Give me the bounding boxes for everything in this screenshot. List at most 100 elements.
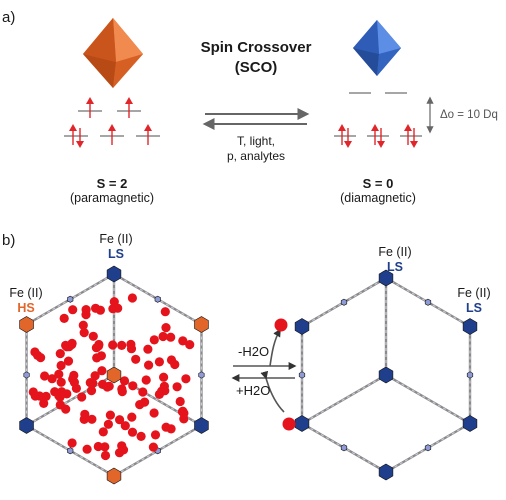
- iron-node: [462, 318, 478, 335]
- water-molecule: [159, 372, 169, 382]
- water-molecule: [98, 379, 108, 389]
- water-molecule: [120, 421, 130, 431]
- ls-spin-state: S = 0: [362, 176, 394, 191]
- water-molecule: [105, 410, 115, 420]
- water-molecule: [128, 381, 138, 391]
- hydrated-framework: [19, 265, 209, 485]
- hs-spin-state: S = 2: [96, 176, 128, 191]
- water-molecule: [126, 339, 136, 349]
- splitting-label: Δo = 10 Dq: [440, 109, 498, 121]
- water-molecule: [108, 304, 118, 314]
- water-molecule: [172, 382, 182, 392]
- water-molecule: [93, 441, 103, 452]
- hydration-label: +H2O: [236, 383, 271, 398]
- water-molecule: [100, 442, 110, 452]
- iron-node: [294, 415, 310, 432]
- water-molecule: [178, 406, 188, 416]
- hs-electron-configuration: [64, 97, 160, 148]
- water-molecule: [117, 384, 127, 394]
- water-molecule: [181, 374, 191, 384]
- iron-node: [194, 417, 209, 434]
- iron-node: [378, 366, 394, 384]
- linker-node: [466, 371, 474, 379]
- iron-node: [194, 316, 209, 333]
- water-molecule: [143, 344, 153, 354]
- hs-magnetism: (paramagnetic): [69, 191, 155, 205]
- water-molecule: [127, 293, 137, 303]
- water-molecule: [50, 387, 60, 397]
- water-molecule: [100, 450, 111, 461]
- iron-node: [378, 269, 394, 287]
- water-molecule: [88, 378, 98, 388]
- water-molecule: [166, 332, 176, 342]
- water-molecule: [148, 442, 158, 452]
- water-molecule: [158, 331, 168, 342]
- iron-node: [462, 415, 478, 432]
- left-top-spin: LS: [108, 247, 124, 261]
- water-molecule: [68, 305, 78, 315]
- sco-abbreviation: (SCO): [234, 59, 278, 76]
- right-top-metal: Fe (II): [378, 245, 412, 259]
- stimuli-line1: T, light,: [236, 134, 275, 148]
- sco-title: Spin Crossover: [200, 39, 312, 56]
- water-molecule: [40, 371, 50, 381]
- linker-node: [67, 447, 74, 455]
- water-molecule: [39, 398, 49, 408]
- water-molecule: [78, 320, 88, 330]
- water-molecule: [149, 335, 159, 345]
- iron-node: [106, 265, 122, 283]
- linker-node: [340, 298, 348, 306]
- left-top-metal: Fe (II): [99, 232, 133, 246]
- water-molecule: [115, 415, 125, 425]
- water-molecule: [166, 424, 176, 434]
- water-molecule: [95, 305, 105, 315]
- left-side-metal: Fe (II): [9, 286, 43, 300]
- water-molecule: [166, 355, 177, 365]
- water-molecule: [79, 328, 89, 338]
- water-molecule: [61, 404, 71, 414]
- iron-node: [19, 417, 34, 434]
- right-side-spin: LS: [466, 301, 482, 315]
- water-molecule: [161, 323, 171, 333]
- water-molecule: [56, 377, 66, 387]
- linker-node: [298, 371, 306, 379]
- ls-magnetism: (diamagnetic): [340, 191, 416, 205]
- water-molecule: [30, 347, 40, 357]
- water-molecule: [98, 427, 108, 437]
- water-molecule: [77, 392, 87, 402]
- water-molecule: [87, 414, 97, 424]
- water-molecule: [149, 408, 159, 418]
- dehydrated-framework: [294, 269, 478, 481]
- hydration-arrows: [231, 328, 297, 413]
- water-molecule: [79, 414, 89, 424]
- panel-label-a: a): [2, 9, 16, 26]
- water-molecule: [117, 340, 127, 350]
- water-molecule: [103, 419, 113, 429]
- water-molecule: [144, 360, 154, 370]
- water-molecule: [55, 349, 65, 359]
- water-molecule: [68, 374, 78, 384]
- water-molecule: [86, 386, 97, 396]
- linker-node: [340, 444, 348, 452]
- water-molecule: [117, 441, 127, 451]
- water-molecule: [59, 313, 69, 323]
- dehydration-label: -H2O: [238, 344, 270, 359]
- water-molecule: [90, 371, 100, 381]
- left-side-spin: HS: [17, 301, 35, 315]
- ls-octahedron-icon: [353, 20, 401, 76]
- iron-node: [106, 467, 122, 485]
- linker-node: [154, 295, 161, 303]
- iron-node: [19, 316, 34, 333]
- water-molecule: [160, 307, 170, 317]
- water-molecule: [159, 381, 169, 391]
- equilibrium-arrows: [202, 108, 310, 130]
- water-molecule: [62, 389, 72, 399]
- water-molecule: [28, 387, 38, 397]
- stimuli-line2: p, analytes: [226, 149, 286, 163]
- water-molecule: [179, 414, 189, 424]
- water-molecule: [67, 340, 77, 350]
- water-molecule: [178, 336, 188, 346]
- water-molecule: [127, 412, 137, 422]
